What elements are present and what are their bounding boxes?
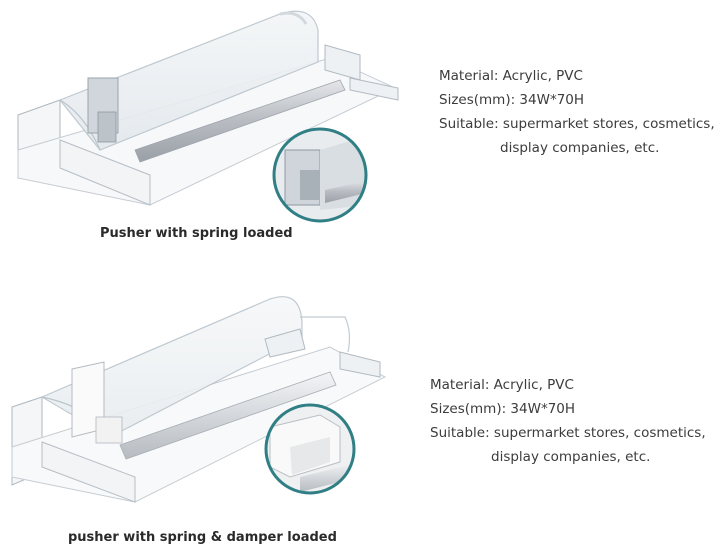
product-spring-loaded: Pusher with spring loaded Material: Acry… <box>17 10 715 241</box>
spec-material: Material: Acrylic, PVC <box>430 377 574 393</box>
spring-pusher-illustration <box>17 10 399 223</box>
product-caption: pusher with spring & damper loaded <box>68 530 337 545</box>
spec-suitable: Suitable: supermarket stores, cosmetics, <box>430 425 706 441</box>
spec-material: Material: Acrylic, PVC <box>439 68 583 84</box>
spec-sizes: Sizes(mm): 34W*70H <box>439 92 585 108</box>
zoom-ring <box>264 403 356 495</box>
spec-suitable-continued: display companies, etc. <box>500 140 660 156</box>
damper-pusher-illustration <box>11 296 387 503</box>
product-caption: Pusher with spring loaded <box>100 226 293 241</box>
zoom-ring <box>272 127 368 223</box>
product-spring-damper-loaded: pusher with spring & damper loaded Mater… <box>0 277 726 554</box>
spec-suitable: Suitable: supermarket stores, cosmetics, <box>439 116 715 132</box>
spec-sizes: Sizes(mm): 34W*70H <box>430 401 576 417</box>
product-specs: Material: Acrylic, PVC Sizes(mm): 34W*70… <box>430 373 706 469</box>
product-specs: Material: Acrylic, PVC Sizes(mm): 34W*70… <box>439 64 715 160</box>
spec-suitable-continued: display companies, etc. <box>491 449 651 465</box>
